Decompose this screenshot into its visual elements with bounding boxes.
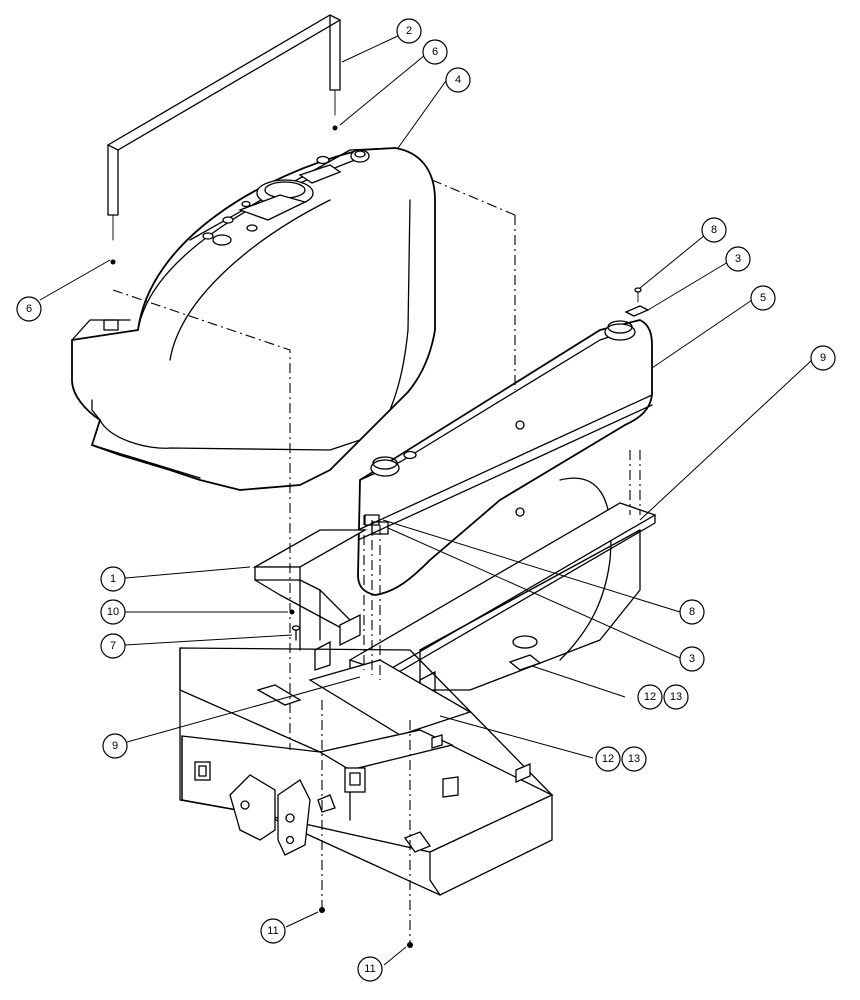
callout-label: 3	[689, 653, 695, 665]
callout-11-left: 11	[260, 918, 286, 944]
callout-5: 5	[750, 285, 776, 311]
callout-label: 13	[670, 691, 682, 703]
part-nut-11-left	[319, 907, 325, 913]
callout-2: 2	[396, 18, 422, 44]
callout-label: 7	[110, 640, 116, 652]
callout-bubble	[100, 566, 126, 592]
callout-6-top: 6	[422, 39, 448, 65]
callout-label: 9	[112, 740, 118, 752]
part-base-box	[179, 647, 554, 896]
callout-bubble	[750, 285, 776, 311]
callout-bubble	[663, 684, 689, 710]
callout-label: 1	[110, 573, 116, 585]
callout-label: 2	[406, 25, 412, 37]
part-seat-housing	[71, 147, 436, 491]
part-bolt-7	[291, 625, 301, 641]
callout-12-lower: 12	[595, 746, 621, 772]
callout-label: 4	[455, 74, 461, 86]
callout-bubble	[102, 733, 128, 759]
callout-12-upper: 12	[637, 684, 663, 710]
callout-3-top: 3	[725, 246, 751, 272]
callout-8-top: 8	[701, 217, 727, 243]
part-top-fasteners	[624, 287, 650, 317]
callout-label: 10	[107, 606, 119, 618]
callout-1: 1	[100, 566, 126, 592]
part-nut-11-right	[407, 942, 413, 948]
callout-8-mid: 8	[679, 599, 705, 625]
callout-bubble	[445, 67, 471, 93]
callout-label: 9	[820, 352, 826, 364]
callout-13-lower: 13	[621, 746, 647, 772]
callout-7: 7	[100, 633, 126, 659]
callout-13-upper: 13	[663, 684, 689, 710]
part-tank	[357, 319, 653, 661]
callout-9-left: 9	[102, 733, 128, 759]
callout-4: 4	[445, 67, 471, 93]
callout-11-right: 11	[357, 956, 383, 982]
part-plate-12	[308, 654, 542, 736]
part-bracket-bar	[106, 14, 342, 241]
callout-label: 11	[364, 963, 375, 975]
callout-bubble	[679, 646, 705, 672]
callout-bubble	[396, 18, 422, 44]
callout-label: 6	[26, 303, 32, 315]
leader-lines	[39, 34, 813, 966]
callout-bubble	[260, 918, 286, 944]
callout-label: 13	[628, 753, 640, 765]
callout-label: 12	[602, 753, 614, 765]
assembly-lines	[112, 179, 641, 945]
callout-label: 12	[644, 691, 656, 703]
callout-bubble	[679, 599, 705, 625]
callout-bubble	[595, 746, 621, 772]
callout-bubble	[810, 345, 836, 371]
callout-label: 8	[689, 606, 695, 618]
callout-bubble	[621, 746, 647, 772]
callout-3-mid: 3	[679, 646, 705, 672]
callout-10: 10	[100, 599, 126, 625]
part-tray-9	[348, 502, 657, 691]
callout-bubble	[100, 599, 126, 625]
part-bolt-6-left	[110, 259, 116, 265]
callout-bubble	[637, 684, 663, 710]
callout-label: 3	[735, 253, 741, 265]
callout-label: 5	[760, 292, 766, 304]
callout-bubble	[422, 39, 448, 65]
callout-6-left: 6	[16, 296, 42, 322]
callout-label: 11	[267, 925, 278, 937]
callout-bubble	[701, 217, 727, 243]
callout-bubble	[100, 633, 126, 659]
callout-label: 8	[711, 224, 717, 236]
part-bolt-6-top	[332, 125, 338, 131]
callout-bubble	[16, 296, 42, 322]
callout-label: 6	[432, 46, 438, 58]
callout-9-right: 9	[810, 345, 836, 371]
callout-bubble	[357, 956, 383, 982]
callout-bubble	[725, 246, 751, 272]
part-washer-10	[289, 609, 295, 615]
